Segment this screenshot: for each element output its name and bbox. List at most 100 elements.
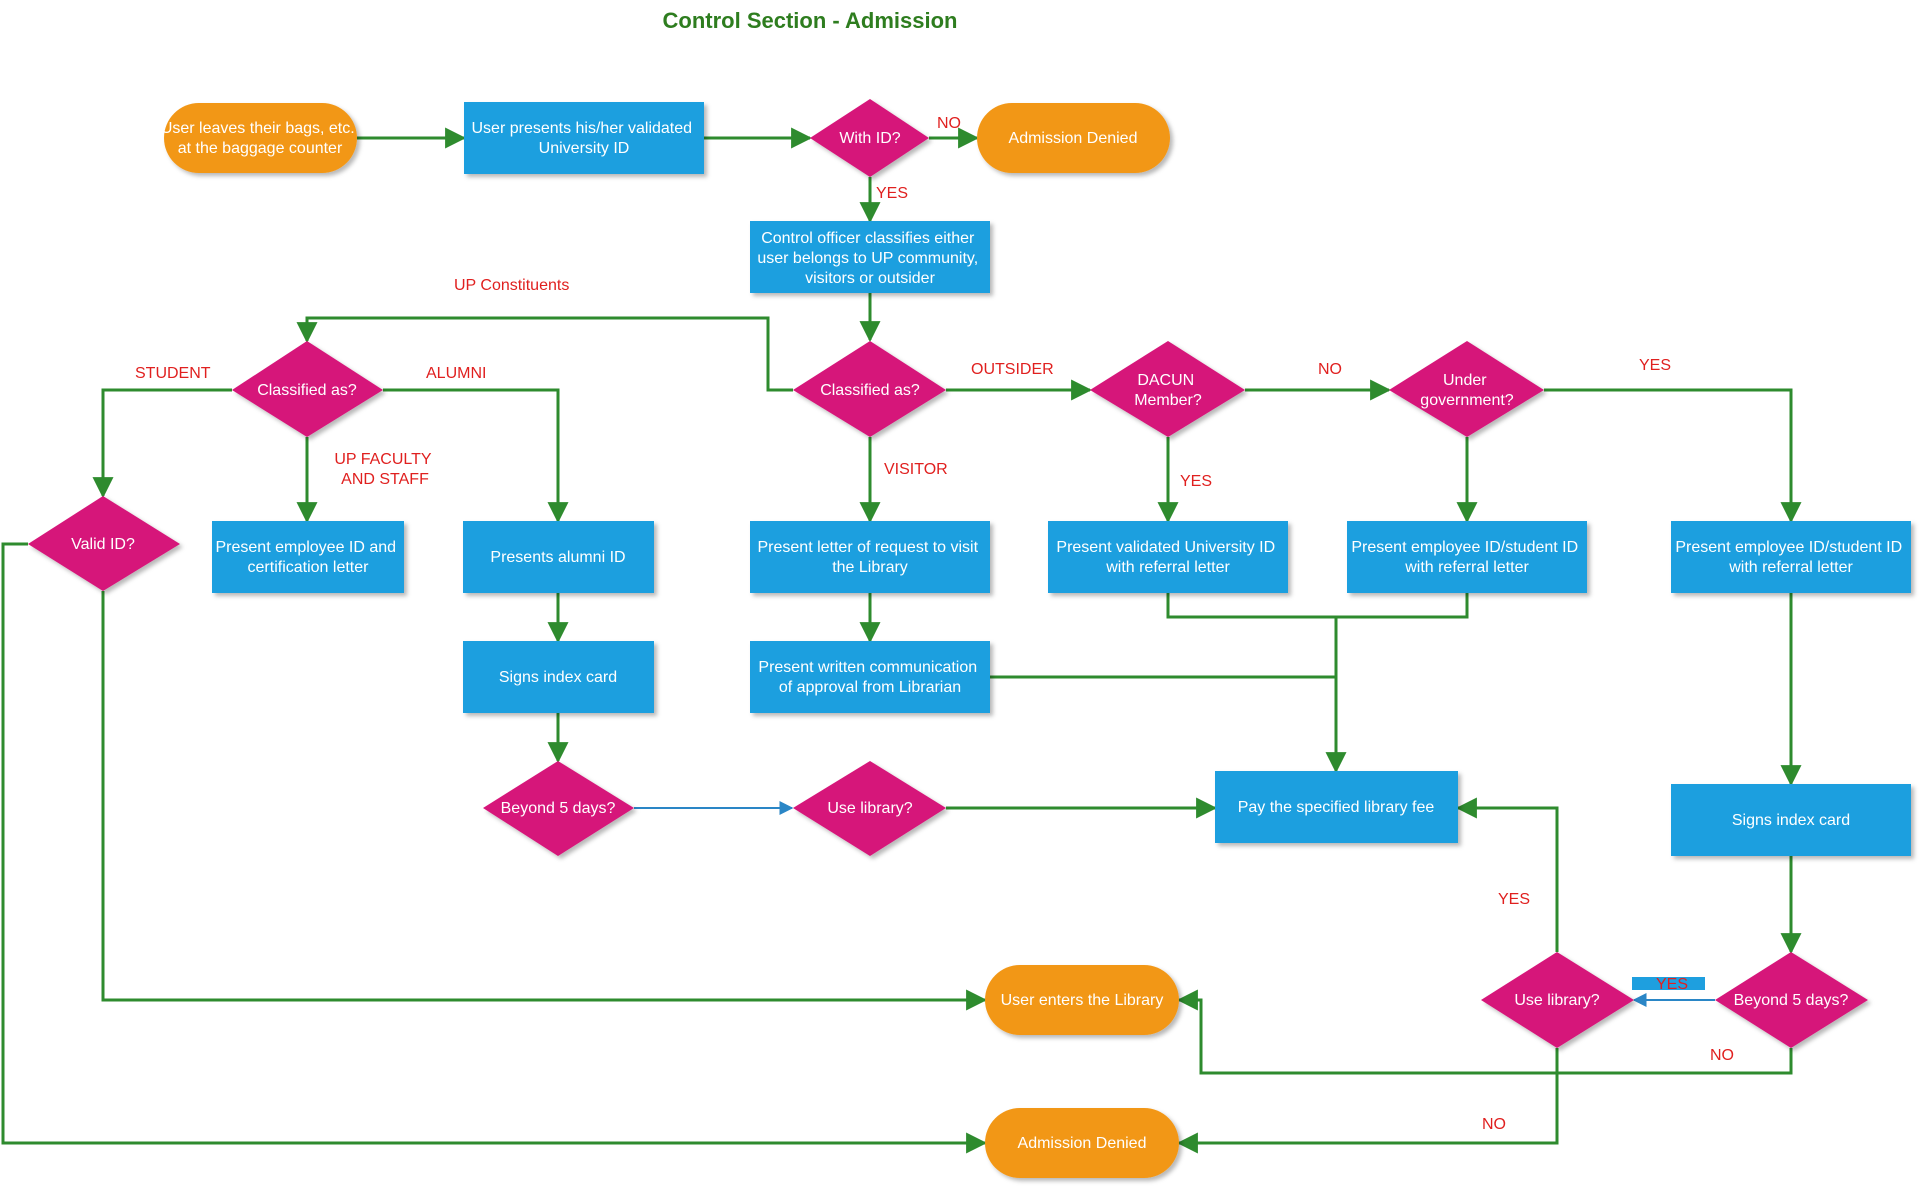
admission-denied-bottom-terminal: Admission Denied — [985, 1108, 1179, 1178]
employee-referral-mid-line-1: Present employee ID/student ID — [1351, 539, 1578, 556]
letter-request-process: Present letter of request to visit the L… — [750, 521, 990, 593]
employee-referral-right-line-2: with referral letter — [1728, 559, 1853, 576]
written-comm-process: Present written communication of approva… — [750, 641, 990, 713]
svg-text:User presents his/her validate: User presents his/her validated Universi… — [471, 120, 696, 157]
start-terminal: User leaves their bags, etc. at the bagg… — [161, 103, 359, 173]
pay-fee-label: Pay the specified library fee — [1238, 799, 1435, 816]
control-officer-line-2: user belongs to UP community, — [757, 250, 978, 267]
svg-text:UP FACULTY AND STAFF: UP FACULTY AND STAFF — [334, 451, 435, 488]
employee-referral-right-process: Present employee ID/student ID with refe… — [1671, 521, 1911, 593]
signs-card-right-label: Signs index card — [1732, 812, 1850, 829]
edge-up-constituents — [296, 316, 793, 392]
svg-text:Present letter of request to v: Present letter of request to visit the L… — [758, 539, 983, 576]
employee-cert-process: Present employee ID and certification le… — [212, 521, 404, 593]
edge-use-library-right-no — [1176, 1048, 1559, 1154]
alumni-id-process: Presents alumni ID — [463, 521, 654, 593]
svg-text:Control officer classifies eit: Control officer classifies either user b… — [757, 230, 982, 287]
employee-referral-right-line-1: Present employee ID/student ID — [1675, 539, 1902, 556]
control-officer-process: Control officer classifies either user b… — [750, 221, 990, 293]
signs-card-alumni-process: Signs index card — [463, 641, 654, 713]
user-enters-library-terminal: User enters the Library — [985, 965, 1179, 1035]
with-id-label: With ID? — [839, 130, 900, 147]
use-library-right-label: Use library? — [1514, 992, 1599, 1009]
edge-use-library-right-yes — [1455, 797, 1559, 952]
classified-up-decision: Classified as? — [232, 341, 383, 437]
validated-referral-process: Present validated University ID with ref… — [1048, 521, 1288, 593]
svg-text:Present employee ID/student ID: Present employee ID/student ID with refe… — [1351, 539, 1582, 576]
edge-student — [92, 388, 232, 499]
present-id-line-2: University ID — [539, 140, 630, 157]
svg-text:Present employee ID/student ID: Present employee ID/student ID with refe… — [1675, 539, 1906, 576]
dacun-decision: DACUN Member? — [1090, 341, 1245, 437]
beyond-right-decision: Beyond 5 days? — [1715, 952, 1868, 1048]
label-no-with-id: NO — [937, 115, 961, 132]
label-yes-with-id: YES — [876, 185, 908, 202]
beyond-right-label: Beyond 5 days? — [1734, 992, 1849, 1009]
validated-referral-line-1: Present validated University ID — [1056, 539, 1275, 556]
signs-card-alumni-label: Signs index card — [499, 669, 617, 686]
label-up-faculty-line-1: UP FACULTY — [334, 451, 432, 468]
edge-alumni — [383, 388, 569, 524]
svg-text:Present employee ID and: Present employee ID and certification le… — [216, 539, 401, 576]
under-gov-line-2: government? — [1420, 392, 1513, 409]
under-gov-decision: Under government? — [1389, 341, 1544, 437]
label-student: STUDENT — [135, 365, 211, 382]
signs-card-right-process: Signs index card — [1671, 784, 1911, 856]
connector-lines — [1, 127, 1802, 1154]
edge-beyond-right-no — [1176, 989, 1793, 1075]
letter-request-line-2: the Library — [832, 559, 908, 576]
label-up-constituents: UP Constituents — [454, 277, 569, 294]
employee-cert-line-1: Present employee ID and — [216, 539, 397, 556]
use-library-right-decision: Use library? — [1481, 952, 1634, 1048]
admission-denied-bottom-label: Admission Denied — [1018, 1135, 1147, 1152]
employee-cert-line-2: certification letter — [248, 559, 370, 576]
label-visitor: VISITOR — [884, 461, 948, 478]
admission-denied-top-label: Admission Denied — [1009, 130, 1138, 147]
label-yes-dacun: YES — [1180, 473, 1212, 490]
classified-main-decision: Classified as? — [793, 341, 946, 437]
start-terminal-line-1: User leaves their bags, etc. — [161, 120, 355, 137]
with-id-decision: With ID? — [810, 99, 929, 177]
beyond-alumni-decision: Beyond 5 days? — [483, 761, 634, 856]
diagram-title: Control Section - Admission — [663, 8, 958, 33]
edge-referrals-to-fee — [1166, 593, 1469, 771]
employee-referral-mid-process: Present employee ID/student ID with refe… — [1347, 521, 1587, 593]
employee-referral-mid-line-2: with referral letter — [1404, 559, 1529, 576]
user-enters-library-label: User enters the Library — [1001, 992, 1164, 1009]
yes-highlight-bar — [1632, 977, 1705, 990]
alt-connector-lines — [634, 801, 1715, 1007]
written-comm-line-1: Present written communication — [758, 659, 977, 676]
start-terminal-line-2: at the baggage counter — [178, 140, 343, 157]
validated-referral-line-2: with referral letter — [1105, 559, 1230, 576]
svg-text:Under government?: Under government? — [1420, 372, 1513, 409]
letter-request-line-1: Present letter of request to visit — [758, 539, 979, 556]
label-up-faculty-line-2: AND STAFF — [341, 471, 429, 488]
label-outsider: OUTSIDER — [971, 361, 1054, 378]
control-officer-line-3: visitors or outsider — [805, 270, 935, 287]
edge-valid-id-no — [1, 542, 988, 1154]
svg-text:User leaves their bags, etc.: User leaves their bags, etc. at the bagg… — [161, 120, 359, 157]
valid-id-label: Valid ID? — [71, 536, 135, 553]
classified-main-label: Classified as? — [820, 382, 920, 399]
present-id-line-1: User presents his/her validated — [471, 120, 692, 137]
beyond-alumni-label: Beyond 5 days? — [501, 800, 616, 817]
valid-id-decision: Valid ID? — [28, 496, 180, 591]
label-no-dacun: NO — [1318, 361, 1342, 378]
label-alumni: ALUMNI — [426, 365, 486, 382]
control-officer-line-1: Control officer classifies either — [761, 230, 975, 247]
use-library-mid-label: Use library? — [827, 800, 912, 817]
written-comm-line-2: of approval from Librarian — [779, 679, 961, 696]
dacun-line-1: DACUN — [1137, 372, 1194, 389]
svg-text:Present written communication: Present written communication of approva… — [758, 659, 981, 696]
edge-labels: NO YES UP Constituents STUDENT ALUMNI UP… — [135, 115, 1734, 1133]
pay-fee-process: Pay the specified library fee — [1215, 771, 1458, 843]
svg-text:Present validated University I: Present validated University ID with ref… — [1056, 539, 1279, 576]
edge-gov-yes — [1544, 388, 1802, 524]
edge-valid-id-yes — [101, 591, 988, 1011]
use-library-mid-decision: Use library? — [793, 761, 946, 856]
label-yes-gov: YES — [1639, 357, 1671, 374]
label-yes-beyond-right: YES — [1656, 976, 1688, 993]
label-yes-use-library: YES — [1498, 891, 1530, 908]
svg-text:DACUN Member?: DACUN Member? — [1134, 372, 1202, 409]
classified-up-label: Classified as? — [257, 382, 357, 399]
